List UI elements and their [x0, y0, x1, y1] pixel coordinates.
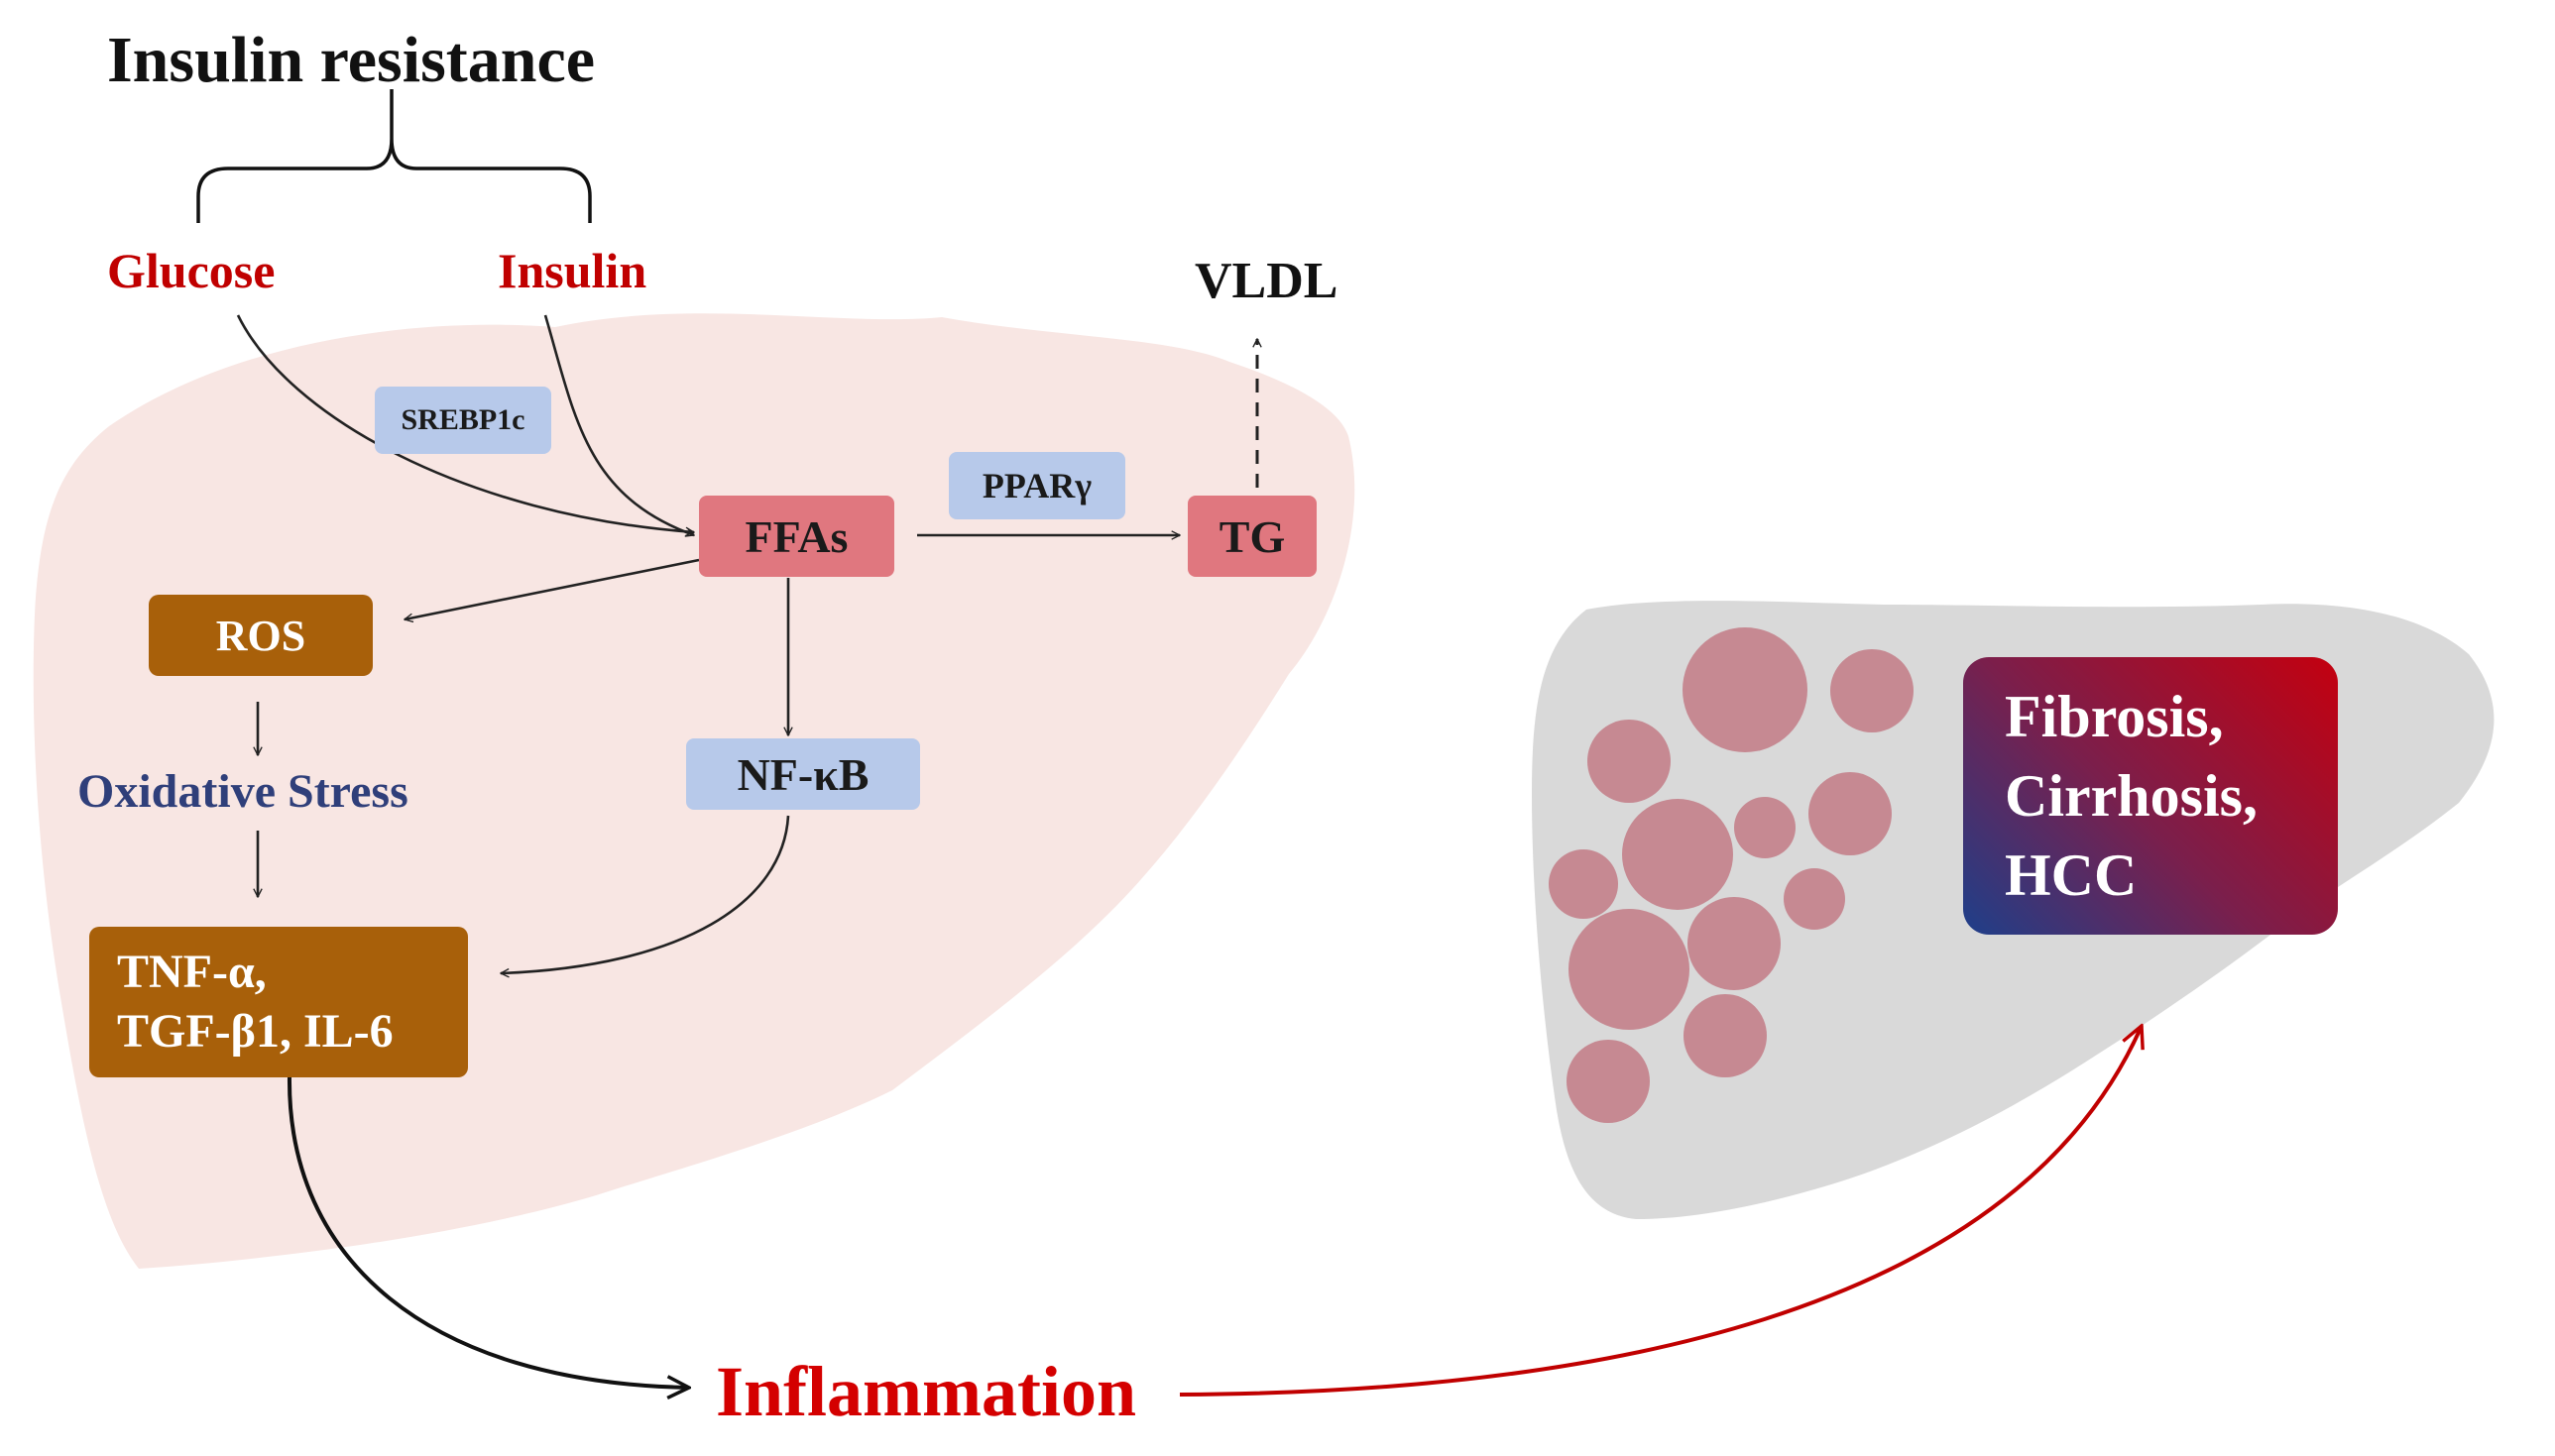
disease-line-3: HCC: [2005, 842, 2138, 908]
oxidative-stress-label: Oxidative Stress: [77, 765, 408, 818]
insulin-label: Insulin: [498, 243, 647, 298]
srebp1c-box: SREBP1c: [375, 387, 551, 454]
disease-outcome-box: Fibrosis, Cirrhosis, HCC: [1963, 657, 2338, 935]
nfkb-box: NF-κB: [686, 738, 920, 810]
glucose-label: Glucose: [107, 243, 276, 298]
fat-droplet: [1568, 909, 1689, 1030]
arrow-ffas-to-ros: [405, 558, 700, 619]
fat-droplet: [1567, 1040, 1650, 1123]
fat-droplet: [1622, 799, 1733, 910]
arrow-inflammation-to-disease: [1179, 1026, 2142, 1397]
disease-line-1: Fibrosis,: [2005, 684, 2224, 749]
fat-droplet: [1734, 797, 1796, 858]
fat-droplet: [1587, 720, 1671, 803]
fat-droplet: [1684, 994, 1767, 1077]
arrow-insulin-to-ffas: [543, 314, 694, 535]
fat-droplet: [1830, 649, 1914, 732]
fat-droplet: [1784, 868, 1845, 930]
cytokines-line-1: TNF-α,: [117, 946, 267, 998]
ros-box: ROS: [149, 595, 373, 676]
fat-droplet: [1549, 849, 1618, 919]
fat-droplet: [1683, 627, 1807, 752]
arrow-nfkb-to-cytokines: [501, 815, 790, 973]
fat-droplet: [1687, 897, 1781, 990]
fat-droplet: [1808, 772, 1892, 855]
cytokines-box: TNF-α, TGF-β1, IL-6: [89, 927, 468, 1077]
insulin-resistance-title: Insulin resistance: [107, 24, 596, 96]
arrow-cytokines-to-inflammation: [287, 1076, 689, 1388]
fat-droplets: [1549, 627, 1914, 1123]
ffas-box: FFAs: [699, 496, 894, 577]
vldl-label: VLDL: [1195, 253, 1338, 309]
ppar-gamma-box: PPARγ: [949, 452, 1125, 519]
tg-box: TG: [1188, 496, 1317, 577]
cytokines-line-2: TGF-β1, IL-6: [117, 1005, 394, 1058]
arrow-glucose-to-ffas: [236, 314, 694, 532]
inflammation-label: Inflammation: [716, 1352, 1137, 1431]
insulin-resistance-bracket: [196, 89, 592, 223]
disease-line-2: Cirrhosis,: [2005, 763, 2258, 829]
